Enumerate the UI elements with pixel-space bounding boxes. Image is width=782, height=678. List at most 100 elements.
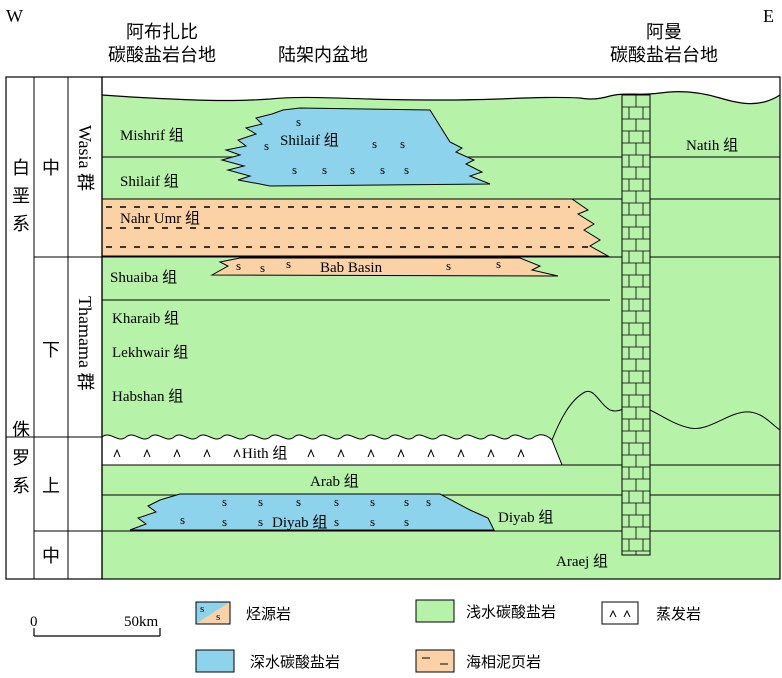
svg-text:s: s (216, 611, 220, 623)
formation-hith: Hith 组 (242, 445, 287, 462)
formation-arab: Arab 组 (310, 473, 359, 490)
evaporite-mark (337, 448, 345, 458)
source-s-mark: s (370, 514, 375, 529)
source-s-mark: s (334, 514, 339, 529)
source-s-mark: s (222, 514, 227, 529)
top-white-area (102, 77, 780, 104)
formation-shilaif-left: Shilaif 组 (120, 173, 179, 190)
legend-item-source: s s 烃源岩 (195, 601, 291, 625)
legend-label-shale: 海相泥页岩 (466, 654, 541, 671)
formation-mishrif: Mishrif 组 (120, 127, 184, 144)
evaporite-mark (397, 448, 405, 458)
evaporite-mark (143, 448, 151, 458)
source-s-mark: s (496, 256, 501, 271)
formation-lekhwair: Lekhwair 组 (112, 344, 188, 361)
source-s-mark: s (350, 162, 355, 177)
group-thamama: Thamama 群 (75, 296, 95, 390)
strat-columns (5, 76, 103, 580)
header-oman-1: 阿曼 (646, 22, 682, 42)
formation-shuaiba: Shuaiba 组 (110, 269, 177, 286)
series-middle-cretaceous: 中 (42, 158, 60, 178)
source-s-mark: s (400, 136, 405, 151)
evaporite-mark (517, 448, 525, 458)
legend-item-shallow: 浅水碳酸盐岩 (415, 599, 556, 623)
evaporite-mark (203, 448, 211, 458)
formation-habshan: Habshan 组 (112, 388, 183, 405)
legend: s s 烃源岩 浅水碳酸盐岩 蒸发岩 深水碳酸盐岩 海相泥页岩 (195, 599, 701, 673)
source-s-mark: s (404, 162, 409, 177)
legend-item-shale: 海相泥页岩 (415, 649, 541, 673)
source-s-mark: s (258, 494, 263, 509)
source-s-mark: s (426, 494, 431, 509)
evaporite-mark (233, 448, 241, 458)
formation-shilaif-basin: Shilaif 组 (280, 132, 339, 149)
header-abu-dhabi-1: 阿布扎比 (126, 22, 198, 42)
formation-diyab-right: Diyab 组 (498, 509, 553, 526)
system-jurassic: 侏罗系 (10, 420, 30, 504)
source-s-mark: s (222, 494, 227, 509)
source-s-mark: s (322, 162, 327, 177)
diyab-deep-water (129, 493, 495, 531)
formation-natih: Natih 组 (686, 137, 738, 154)
legend-label-shallow: 浅水碳酸盐岩 (466, 604, 556, 621)
evaporite-marks (113, 448, 525, 458)
legend-label-deep: 深水碳酸盐岩 (250, 654, 340, 671)
svg-text:s: s (200, 603, 204, 615)
source-s-mark: s (292, 162, 297, 177)
source-s-mark: s (258, 514, 263, 529)
nahr-umr-shale (101, 198, 610, 257)
source-s-mark: s (260, 260, 265, 275)
hith-evaporite (101, 434, 563, 466)
evaporite-mark (457, 448, 465, 458)
system-cretaceous: 白垩系 (10, 158, 30, 242)
source-s-mark: s (180, 512, 185, 527)
svg-text:白垩系: 白垩系 (10, 158, 30, 242)
series-upper-jurassic: 上 (42, 476, 60, 496)
source-s-mark: s (296, 494, 301, 509)
evaporite-mark (427, 448, 435, 458)
formation-araej: Araej 组 (556, 553, 608, 570)
legend-label-source: 烃源岩 (246, 606, 291, 623)
source-s-mark: s (264, 138, 269, 153)
scale-bar: 0 50km (30, 614, 161, 637)
svg-text:侏罗系: 侏罗系 (10, 420, 30, 504)
west-label: W (6, 6, 23, 26)
shilaif-deep-water (220, 107, 491, 187)
bab-basin-source (210, 257, 559, 277)
evaporite-mark (307, 448, 315, 458)
source-s-mark: s (370, 494, 375, 509)
source-s-mark: s (380, 162, 385, 177)
series-middle-jurassic: 中 (42, 546, 60, 566)
evaporite-mark (487, 448, 495, 458)
header-shelf-basin: 陆架内盆地 (278, 45, 368, 65)
source-s-mark: s (236, 258, 241, 273)
series-lower-cretaceous: 下 (42, 340, 60, 360)
east-label: E (763, 6, 774, 26)
header-oman-2: 碳酸盐岩台地 (610, 45, 718, 65)
legend-label-evaporite: 蒸发岩 (656, 606, 701, 623)
formation-bab-basin: Bab Basin (320, 260, 383, 276)
source-s-mark: s (404, 514, 409, 529)
shale-dashes (106, 206, 596, 248)
evaporite-mark (367, 448, 375, 458)
group-wasia: Wasia 群 (75, 125, 95, 191)
formation-nahr-umr: Nahr Umr 组 (120, 210, 200, 227)
evaporite-mark (173, 448, 181, 458)
source-s-mark: s (372, 136, 377, 151)
legend-item-evaporite: 蒸发岩 (601, 601, 701, 625)
source-s-mark: s (286, 256, 291, 271)
source-s-mark: s (334, 494, 339, 509)
scale-length: 50km (124, 614, 159, 630)
source-s-mark: s (446, 258, 451, 273)
legend-item-deep: 深水碳酸盐岩 (195, 649, 340, 673)
evaporite-mark (113, 448, 121, 458)
source-s-mark: s (404, 494, 409, 509)
header-abu-dhabi-2: 碳酸盐岩台地 (108, 45, 216, 65)
source-s-mark: s (296, 114, 301, 129)
scale-zero: 0 (30, 614, 38, 630)
oman-brick-column (621, 94, 651, 556)
formation-diyab-basin: Diyab 组 (272, 514, 327, 531)
formation-kharaib: Kharaib 组 (112, 310, 179, 327)
